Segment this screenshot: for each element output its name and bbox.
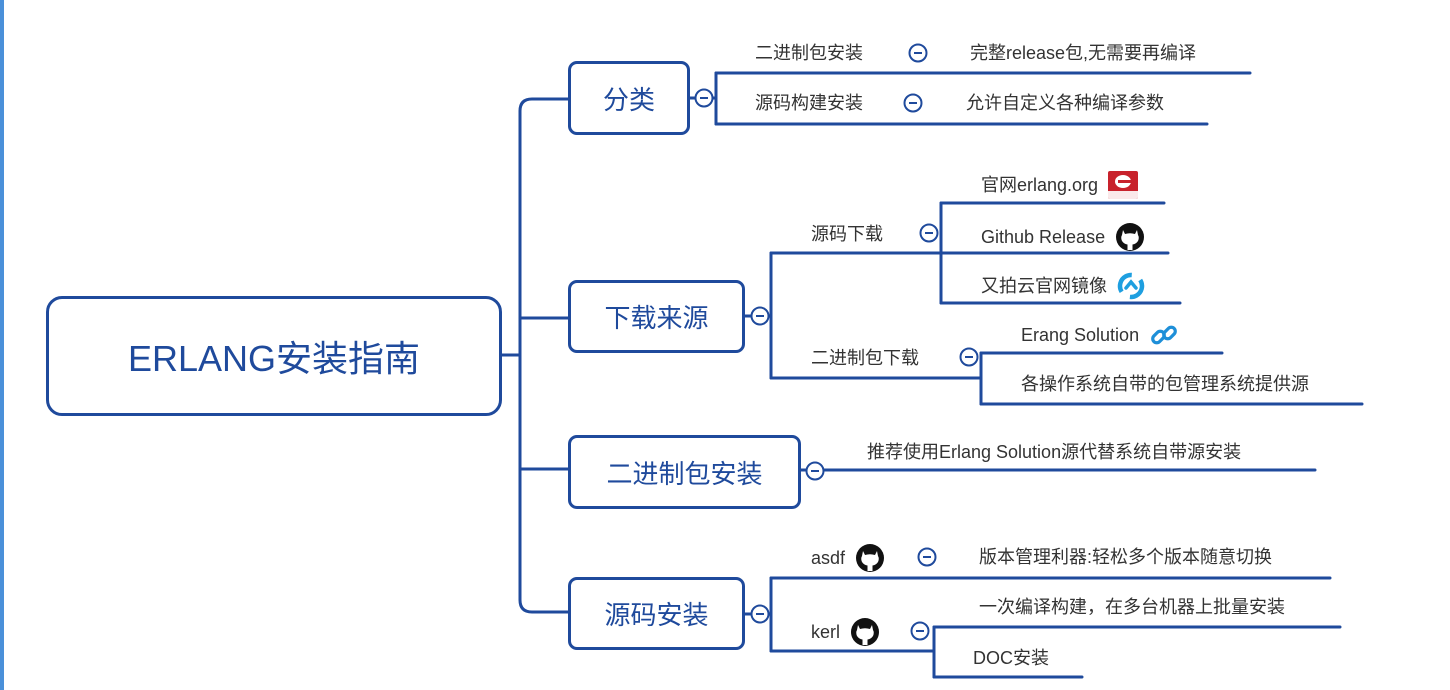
topic-upyun-mirror[interactable]: 又拍云官网镜像	[981, 272, 1145, 300]
topic-erlang-org[interactable]: 官网erlang.org	[981, 171, 1139, 199]
topic-recommend-erlang-solution[interactable]: 推荐使用Erlang Solution源代替系统自带源安装	[867, 440, 1241, 464]
topic-label: Erang Solution	[1021, 325, 1140, 345]
github-icon	[1116, 223, 1145, 251]
collapse-button[interactable]	[694, 88, 714, 108]
erlang-logo-icon	[1108, 171, 1139, 199]
topic-os-package-manager[interactable]: 各操作系统自带的包管理系统提供源	[1021, 372, 1309, 396]
topic-label: 又拍云官网镜像	[981, 276, 1107, 296]
collapse-button[interactable]	[750, 306, 770, 326]
topic-label: asdf	[811, 548, 846, 568]
topic-label: 一次编译构建，在多台机器上批量安装	[979, 597, 1285, 617]
topic-label: 二进制包下载	[811, 348, 919, 368]
topic-label: DOC安装	[973, 648, 1049, 668]
collapse-button[interactable]	[917, 547, 937, 567]
topic-source-build-detail[interactable]: 允许自定义各种编译参数	[966, 91, 1164, 115]
topic-label: 完整release包,无需要再编译	[970, 43, 1197, 63]
upyun-icon	[1117, 272, 1145, 300]
topic-kerl-batch-install[interactable]: 一次编译构建，在多台机器上批量安装	[979, 595, 1285, 619]
topic-label: 源码构建安装	[755, 93, 863, 113]
root-node[interactable]: ERLANG安装指南	[46, 296, 502, 416]
topic-binary-install-detail[interactable]: 完整release包,无需要再编译	[970, 41, 1196, 65]
topic-label: Github Release	[981, 227, 1106, 247]
branch-category-node[interactable]: 分类	[568, 61, 690, 135]
branch-source-install-node[interactable]: 源码安装	[568, 577, 745, 650]
topic-label: 推荐使用Erlang Solution源代替系统自带源安装	[867, 442, 1242, 462]
topic-label: 官网erlang.org	[981, 175, 1099, 195]
topic-label: 版本管理利器:轻松多个版本随意切换	[979, 547, 1272, 567]
topic-binary-download[interactable]: 二进制包下载	[811, 346, 919, 370]
left-edge-bar	[0, 0, 4, 690]
branch-binary-install-node[interactable]: 二进制包安装	[568, 435, 801, 509]
topic-kerl[interactable]: kerl	[811, 617, 880, 647]
collapse-button[interactable]	[919, 223, 939, 243]
link-icon	[1151, 325, 1177, 345]
collapse-button[interactable]	[959, 347, 979, 367]
github-icon	[851, 618, 880, 646]
topic-label: 各操作系统自带的包管理系统提供源	[1021, 374, 1309, 394]
collapse-button[interactable]	[910, 621, 930, 641]
topic-asdf-detail[interactable]: 版本管理利器:轻松多个版本随意切换	[979, 545, 1272, 569]
topic-binary-install[interactable]: 二进制包安装	[755, 41, 863, 65]
topic-asdf[interactable]: asdf	[811, 543, 885, 573]
collapse-button[interactable]	[908, 43, 928, 63]
collapse-button[interactable]	[805, 461, 825, 481]
collapse-button[interactable]	[750, 604, 770, 624]
github-icon	[856, 544, 885, 572]
topic-source-download[interactable]: 源码下载	[811, 222, 883, 246]
topic-kerl-doc-install[interactable]: DOC安装	[973, 646, 1049, 670]
topic-label: 二进制包安装	[755, 43, 863, 63]
topic-label: kerl	[811, 622, 841, 642]
branch-download-source-node[interactable]: 下载来源	[568, 280, 745, 353]
topic-github-release[interactable]: Github Release	[981, 222, 1145, 252]
topic-label: 源码下载	[811, 224, 883, 244]
topic-source-build-install[interactable]: 源码构建安装	[755, 91, 863, 115]
topic-label: 允许自定义各种编译参数	[966, 93, 1164, 113]
topic-erang-solution[interactable]: Erang Solution	[1021, 320, 1179, 350]
collapse-button[interactable]	[903, 93, 923, 113]
